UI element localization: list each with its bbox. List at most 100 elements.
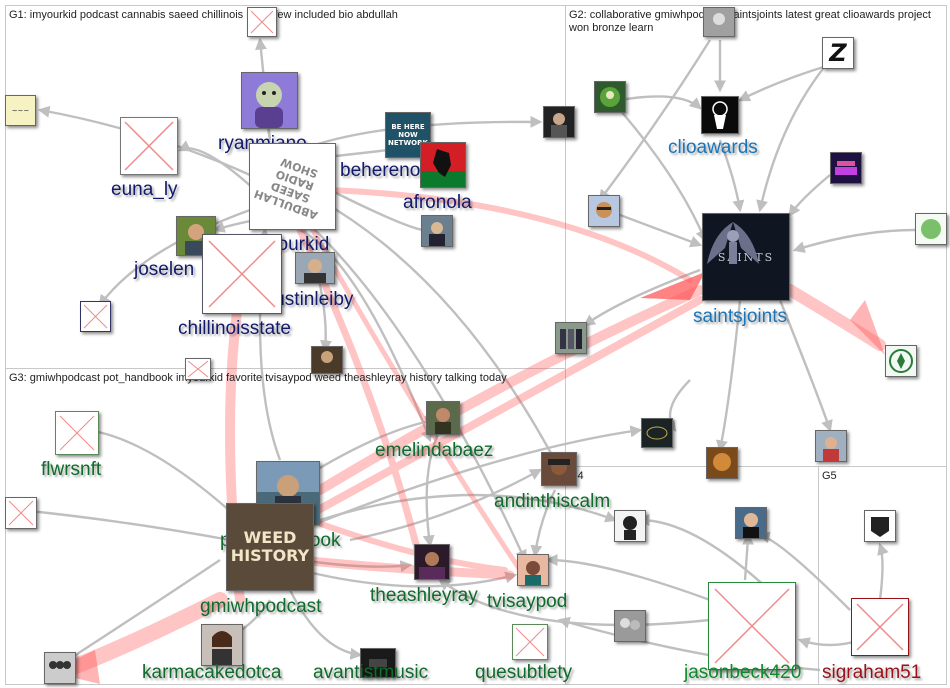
node-g1-person-b[interactable]: [421, 215, 453, 247]
avatar-icon: [255, 82, 283, 128]
group-title-g1: G1: imyourkid podcast cannabis saeed chi…: [9, 9, 398, 21]
edge: [438, 578, 711, 627]
logo-icon: WEED HISTORY: [230, 528, 310, 565]
node-g2-green-badge[interactable]: [885, 345, 917, 377]
edge: [288, 589, 363, 660]
node-g3-band[interactable]: [44, 652, 76, 684]
label-andinthiscalm: andinthiscalm: [494, 491, 611, 512]
avatar-icon: [321, 351, 333, 363]
node-emelindabaez[interactable]: [426, 401, 460, 435]
node-g1-placeholder-tiny[interactable]: [185, 358, 211, 380]
logo-icon: SAINTS: [703, 214, 789, 300]
edge: [177, 140, 256, 191]
node-karmacakedotca[interactable]: [201, 624, 243, 666]
node-g1-person-a[interactable]: [543, 106, 575, 138]
node-andinthiscalm[interactable]: [541, 452, 577, 486]
node-theashleyray[interactable]: [414, 544, 450, 580]
logo-icon: [369, 659, 387, 667]
node-tvisaypod[interactable]: [517, 554, 549, 586]
label-tvisaypod: tvisaypod: [487, 591, 568, 612]
logo-icon: [871, 517, 889, 537]
node-quesubtlety[interactable]: [512, 624, 548, 660]
node-clioawards[interactable]: [701, 96, 739, 134]
avatar-icon: [419, 552, 445, 579]
node-chillinoisstate[interactable]: [202, 234, 282, 314]
node-euna-ly[interactable]: [120, 117, 178, 175]
edge: [98, 208, 251, 307]
logo-icon: Z: [829, 39, 847, 67]
red-arrowhead: [640, 272, 705, 300]
avatar-icon: [525, 561, 541, 585]
node-g4-person-elon[interactable]: [735, 507, 767, 539]
logo-icon: [921, 219, 941, 239]
node-g2-green-logo[interactable]: [594, 81, 626, 113]
edge: [309, 224, 527, 563]
edge: [296, 296, 704, 524]
edge: [619, 109, 707, 243]
label-chillinoisstate: chillinoisstate: [178, 318, 291, 339]
avatar-icon: [435, 408, 451, 434]
label-sigraham51: sigraham51: [822, 662, 922, 683]
label-jasonbeck420: jasonbeck420: [684, 662, 802, 683]
node-flwrsnft[interactable]: [55, 411, 99, 455]
node-g2-dark-emblem[interactable]: [641, 418, 673, 448]
missing-image-icon: [124, 121, 174, 171]
node-g2-person-red[interactable]: [815, 430, 847, 462]
node-g4-cartoon[interactable]: [614, 510, 646, 542]
missing-image-icon: [515, 627, 545, 657]
label-theashleyray: theashleyray: [370, 585, 478, 606]
edge: [598, 39, 712, 202]
node-g2-leaf-logo[interactable]: [915, 213, 947, 245]
node-g2-person-glasses[interactable]: [588, 195, 620, 227]
edge: [545, 554, 711, 602]
group-box-g5: [818, 466, 947, 685]
group-title-g2: G2: collaborative gmiwhpodcast saintsjoi…: [569, 9, 931, 34]
node-g2-person-top[interactable]: [703, 7, 735, 37]
node-saintsjoints[interactable]: SAINTS: [702, 213, 790, 301]
logo-icon: [560, 329, 582, 349]
node-g3-placeholder-left[interactable]: [5, 497, 37, 529]
edge: [349, 468, 543, 542]
node-imyourkid[interactable]: ABDULLAH SAEED RADIO SHOW: [249, 143, 336, 230]
label-saintsjoints: saintsjoints: [693, 306, 787, 327]
node-sigraham51[interactable]: [851, 598, 909, 656]
edge: [57, 559, 221, 667]
logo-icon: [712, 101, 728, 129]
node-ryanmiano[interactable]: [241, 72, 298, 129]
label-clioawards: clioawards: [668, 137, 758, 158]
logo-icon: [421, 149, 465, 187]
edge: [299, 558, 413, 573]
node-g4-group-photo[interactable]: [614, 610, 646, 642]
node-g1-placeholder-small[interactable]: [80, 301, 111, 332]
node-afronola[interactable]: [420, 142, 466, 188]
label-euna-ly: euna_ly: [111, 179, 178, 200]
node-g1-person-c[interactable]: [311, 346, 343, 374]
node-g5-logo[interactable]: [864, 510, 896, 542]
node-g2-z-logo[interactable]: Z: [822, 37, 854, 69]
group-title-g5: G5: [822, 470, 837, 482]
avatar-icon: [596, 202, 612, 218]
node-g2-colorful-logo[interactable]: [830, 152, 862, 184]
label-emelindabaez: emelindabaez: [375, 440, 494, 461]
label-joselen: joselen: [134, 259, 195, 280]
edge: [299, 568, 518, 588]
node-magazine[interactable]: ~~~: [5, 95, 36, 126]
node-jasonbeck420[interactable]: [708, 582, 796, 670]
edge: [784, 284, 886, 351]
edge: [307, 222, 523, 573]
node-g2-tiger[interactable]: [706, 447, 738, 479]
node-gmiwhpodcast[interactable]: WEED HISTORY: [226, 503, 314, 591]
logo-icon: ABDULLAH SAEED RADIO SHOW: [252, 155, 320, 223]
node-justinleiby[interactable]: [295, 252, 335, 284]
avatar-icon: [548, 459, 570, 475]
edge: [299, 228, 433, 443]
missing-image-icon: [714, 588, 790, 664]
node-top-placeholder[interactable]: [247, 7, 277, 37]
missing-image-icon: [187, 360, 209, 378]
avatar-icon: [743, 513, 759, 538]
node-g2-books[interactable]: [555, 322, 587, 354]
node-avantistmusic[interactable]: [360, 648, 396, 678]
edge: [298, 214, 332, 353]
logo-icon: [600, 87, 620, 107]
